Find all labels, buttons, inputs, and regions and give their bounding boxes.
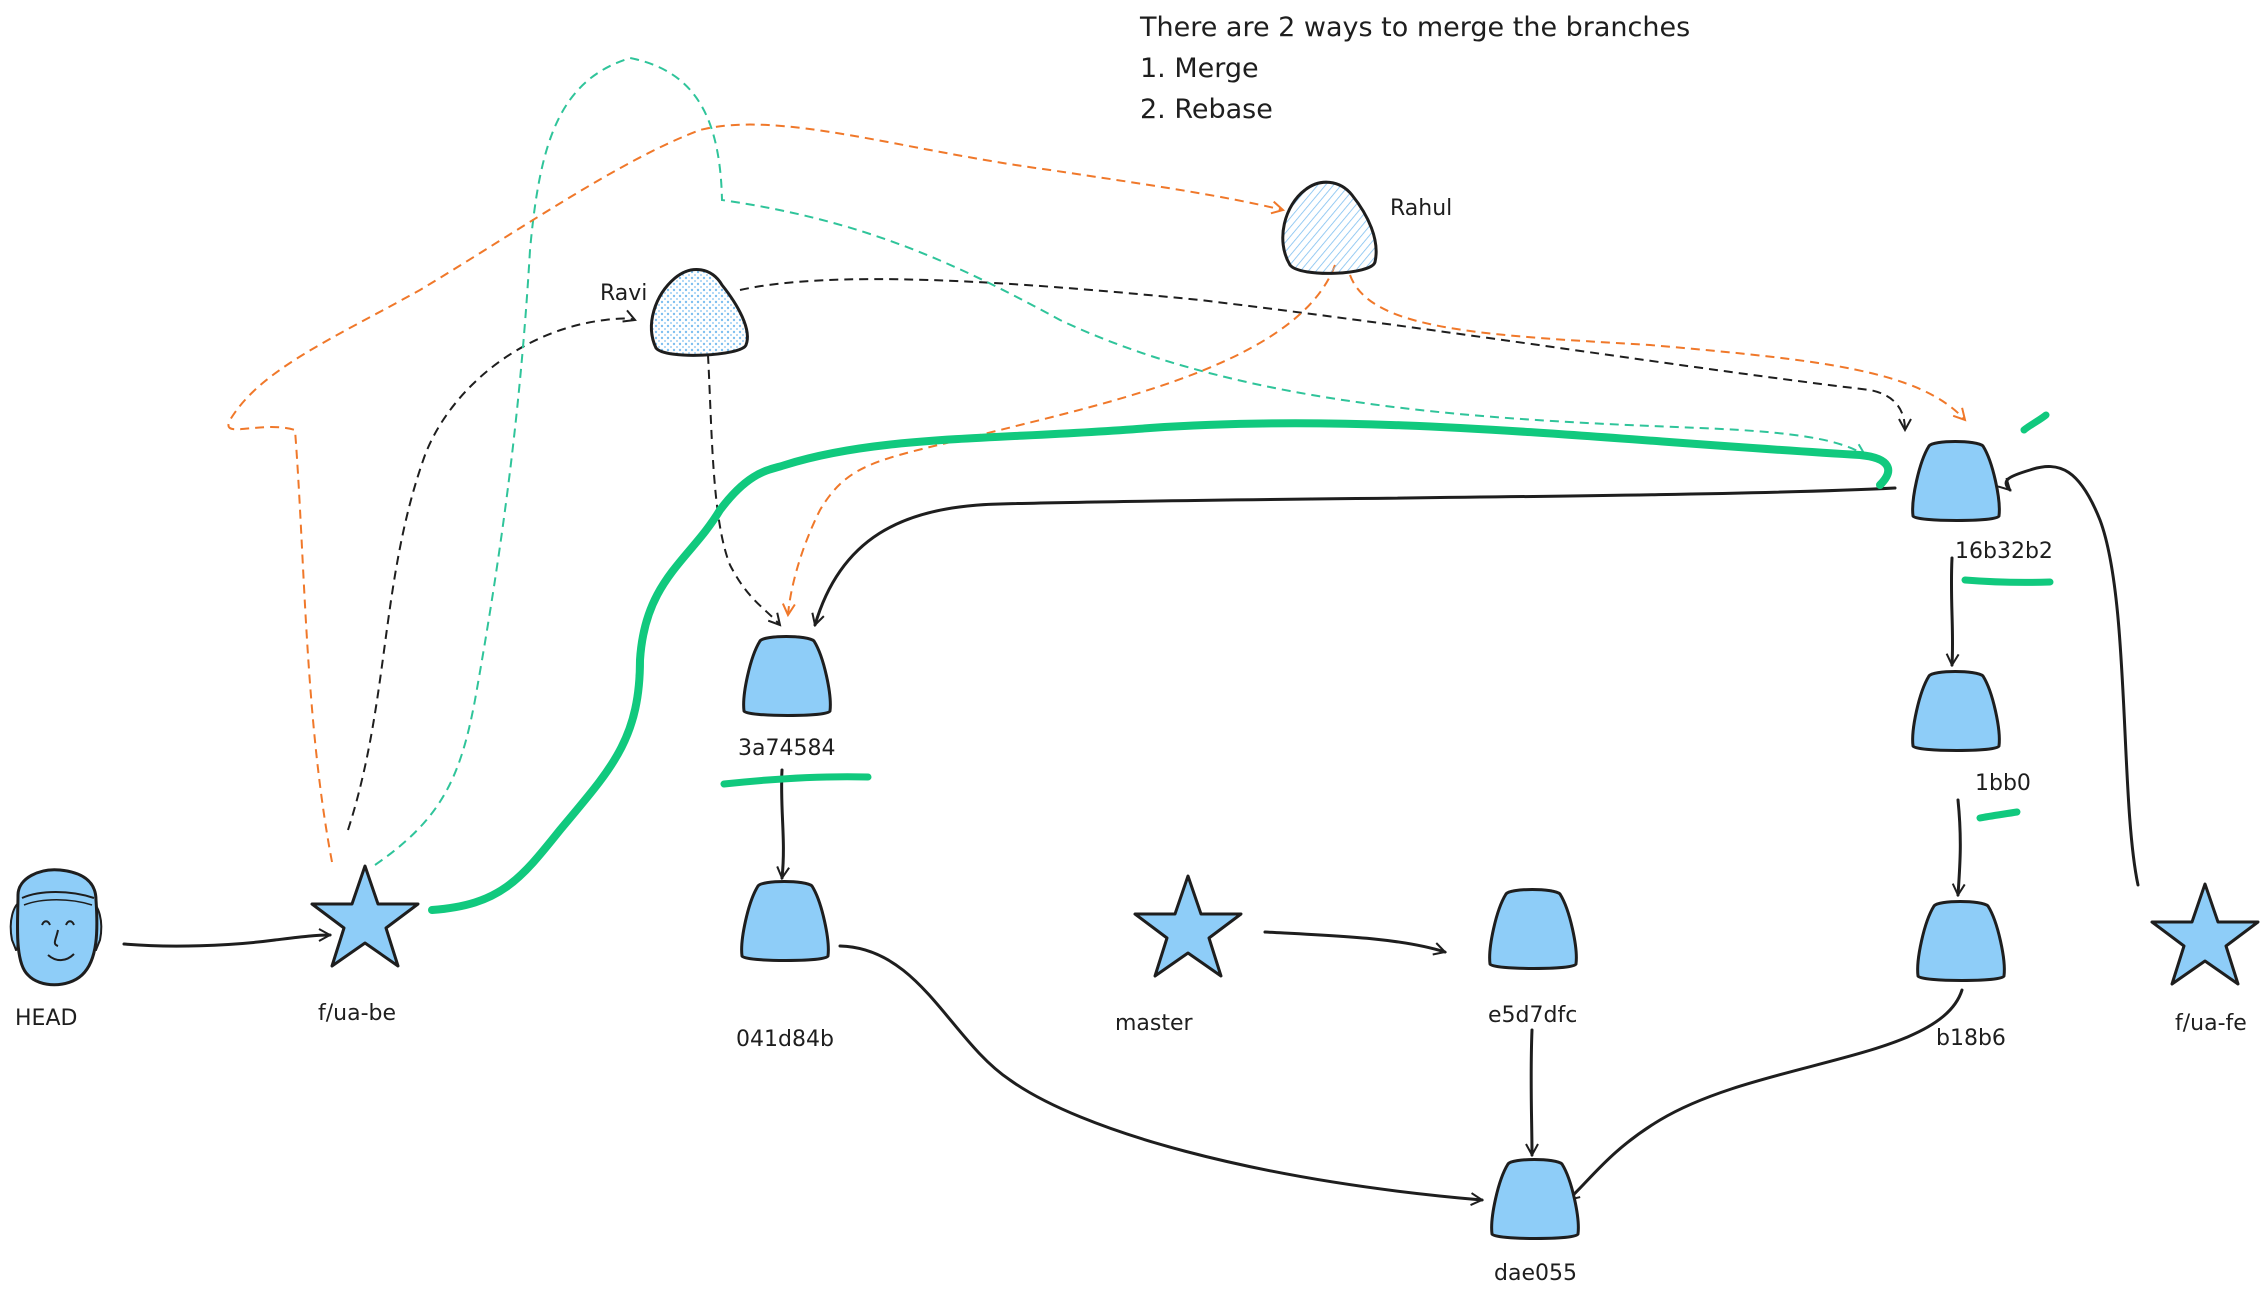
commit-dae055-shape-icon [1490, 1158, 1580, 1240]
head-label: HEAD [15, 1006, 77, 1031]
commit-b18b6-label: b18b6 [1936, 1026, 2006, 1051]
branch-ua-fe-star-icon [2150, 882, 2260, 986]
commit-16b32b2-shape-icon [1911, 440, 2001, 522]
branch-ua-fe-label: f/ua-fe [2175, 1011, 2247, 1036]
commit-041d84b: 041d84b [736, 880, 834, 1052]
edge-head-to-ua-be [122, 935, 330, 948]
person-ravi: Ravi [600, 268, 749, 357]
commit-16b32b2-label: 16b32b2 [1955, 539, 2053, 564]
note-line-1: There are 2 ways to merge the branches [1139, 12, 1690, 43]
highlight-16b32b2-mark-top [2020, 411, 2050, 434]
edge-1bb0-to-b18b6 [1958, 798, 1960, 895]
branch-master-label: master [1115, 1011, 1194, 1036]
commit-3a74584-label: 3a74584 [738, 736, 835, 761]
dashed-orange-rahul-to-16b32b2 [1349, 274, 1965, 420]
commit-dae055: dae055 [1490, 1158, 1580, 1286]
commit-e5d7dfc: e5d7dfc [1488, 888, 1578, 1028]
rahul-label: Rahul [1390, 196, 1452, 221]
dashed-ua-be-to-ravi [347, 319, 635, 831]
branch-ua-fe: f/ua-fe [2150, 882, 2260, 1036]
ravi-triangle-icon [649, 268, 749, 357]
highlight-1bb0-underline [1976, 808, 2021, 822]
edge-16b32b2-to-1bb0 [1951, 556, 1952, 665]
ravi-label: Ravi [600, 281, 647, 306]
commit-e5d7dfc-label: e5d7dfc [1488, 1003, 1577, 1028]
commit-1bb0-shape-icon [1911, 670, 2001, 752]
edge-b18b6-to-dae055 [1568, 988, 1964, 1202]
branch-master-star-icon [1133, 874, 1243, 978]
face-icon [9, 868, 103, 987]
branch-ua-be-label: f/ua-be [318, 1001, 396, 1026]
dashed-orange-ua-be-to-rahul [227, 123, 1283, 863]
person-rahul: Rahul [1281, 180, 1452, 275]
edge-3a74584-to-041d84b [782, 768, 784, 878]
edge-ua-fe-to-16b32b2 [2006, 465, 2140, 887]
merge-note: There are 2 ways to merge the branches 1… [1139, 12, 1690, 125]
branch-master: master [1115, 874, 1243, 1036]
highlight-16b32b2-underline [1961, 576, 2054, 586]
highlight-rebase-path [428, 419, 1893, 914]
dashed-ravi-to-3a74584 [707, 354, 780, 625]
note-line-3: 2. Rebase [1140, 94, 1273, 125]
dashed-ravi-to-16b32b2 [739, 278, 1905, 430]
branch-ua-be: f/ua-be [310, 864, 420, 1026]
commit-3a74584: 3a74584 [738, 635, 835, 761]
edge-e5d7dfc-to-dae055 [1531, 1028, 1532, 1155]
commit-041d84b-label: 041d84b [736, 1027, 834, 1052]
edge-041d84b-to-dae055 [838, 944, 1482, 1200]
commit-dae055-label: dae055 [1494, 1261, 1577, 1286]
dashed-orange-rahul-to-3a74584 [788, 264, 1336, 615]
highlight-strokes [428, 411, 2054, 914]
note-line-2: 1. Merge [1140, 53, 1259, 84]
edge-16b32b2-to-3a74584 [815, 486, 1897, 625]
commit-e5d7dfc-shape-icon [1488, 888, 1578, 970]
commit-3a74584-shape-icon [742, 635, 832, 717]
highlight-3a74584-underline [720, 773, 872, 788]
head-pointer: HEAD [9, 868, 103, 1031]
commit-b18b6: b18b6 [1916, 900, 2006, 1051]
commit-1bb0-label: 1bb0 [1975, 771, 2031, 796]
commit-b18b6-shape-icon [1916, 900, 2006, 982]
dashed-teal-ua-be-to-16b32b2 [374, 56, 1865, 866]
edges [122, 56, 2140, 1202]
commit-041d84b-shape-icon [740, 880, 830, 962]
commit-1bb0: 1bb0 [1911, 670, 2031, 796]
rahul-triangle-icon [1281, 180, 1378, 275]
branch-ua-be-star-icon [310, 864, 420, 968]
commit-16b32b2: 16b32b2 [1911, 440, 2053, 564]
edge-master-to-e5d7dfc [1263, 930, 1445, 952]
